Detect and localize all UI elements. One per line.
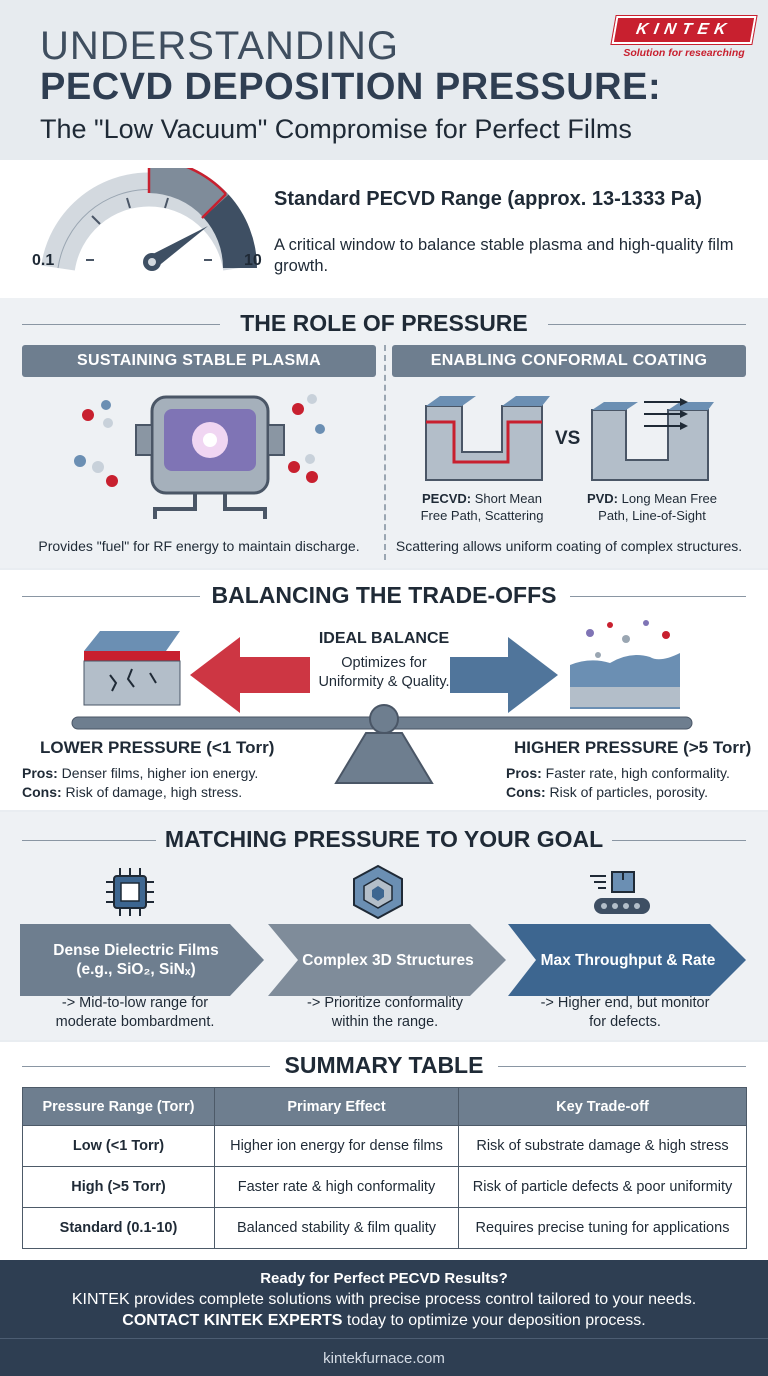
table-cell: Risk of particle defects & poor uniformi… (458, 1166, 747, 1208)
range-title: Standard PECVD Range (approx. 13-1333 Pa… (274, 188, 702, 210)
table-cell: Requires precise tuning for applications (458, 1207, 747, 1249)
table-cell: Faster rate & high conformality (214, 1166, 459, 1208)
balance-scale-icon (71, 620, 693, 784)
summary-table: Pressure Range (Torr) Primary Effect Key… (22, 1087, 747, 1249)
logo-brand: KINTEK (610, 15, 758, 45)
pecvd-trench-icon (425, 396, 550, 481)
plasma-chamber-icon (74, 394, 325, 519)
table-cell: High (>5 Torr) (22, 1166, 215, 1208)
range-description: A critical window to balance stable plas… (274, 236, 734, 275)
vs-label: VS (555, 428, 581, 449)
chip-icon (106, 868, 154, 916)
goals-heading: MATCHING PRESSURE TO YOUR GOAL (0, 826, 768, 853)
gauge-max-label: 10 (244, 252, 262, 269)
table-cell: Standard (0.1-10) (22, 1207, 215, 1249)
lower-pressure-pros: Pros: Denser films, higher ion energy. (22, 765, 259, 781)
goal-max-throughput[interactable]: Max Throughput & Rate (540, 951, 716, 969)
table-header-row: Pressure Range (Torr) Primary Effect Key… (22, 1087, 747, 1126)
goal-dense-dielectric[interactable]: Dense Dielectric Films(e.g., SiO₂, SiNₓ) (53, 942, 219, 978)
role-divider (384, 345, 386, 560)
table-header: Key Trade-off (458, 1087, 747, 1126)
footer: Ready for Perfect PECVD Results? KINTEK … (0, 1260, 768, 1376)
ideal-balance-title: IDEAL BALANCE (318, 630, 450, 647)
table-cell: Balanced stability & film quality (214, 1207, 459, 1249)
footer-divider (0, 1338, 768, 1339)
pressure-gauge-icon (41, 168, 257, 271)
plasma-title: SUSTAINING STABLE PLASMA (22, 345, 376, 377)
title-line-2: PECVD DEPOSITION PRESSURE: (40, 66, 662, 108)
kintek-logo[interactable]: KINTEK Solution for researching (610, 15, 758, 59)
summary-heading: SUMMARY TABLE (0, 1052, 768, 1079)
title-line-1: UNDERSTANDING (40, 24, 399, 68)
logo-tagline: Solution for researching (623, 47, 745, 59)
table-cell: Risk of substrate damage & high stress (458, 1125, 747, 1167)
goal-3d-structures[interactable]: Complex 3D Structures (302, 951, 474, 969)
conformal-caption: Scattering allows uniform coating of com… (395, 538, 743, 554)
higher-pressure-pros: Pros: Faster rate, high conformality. (506, 765, 730, 781)
lower-pressure-cons: Cons: Risk of damage, high stress. (22, 784, 243, 800)
3d-structure-icon (353, 864, 403, 920)
goal-arrows (20, 924, 746, 996)
lower-pressure-title: LOWER PRESSURE (<1 Torr) (40, 738, 275, 757)
role-heading: THE ROLE OF PRESSURE (0, 310, 768, 337)
plasma-caption: Provides "fuel" for RF energy to maintai… (38, 538, 360, 554)
header: UNDERSTANDING PECVD DEPOSITION PRESSURE:… (0, 0, 768, 160)
table-row: Standard (0.1-10) Balanced stability & f… (22, 1207, 747, 1249)
table-row: Low (<1 Torr) Higher ion energy for dens… (22, 1125, 747, 1167)
conveyor-box-icon (590, 871, 650, 914)
table-cell: Low (<1 Torr) (22, 1125, 215, 1167)
table-header: Pressure Range (Torr) (22, 1087, 215, 1126)
cta-title: Ready for Perfect PECVD Results? (260, 1270, 508, 1287)
tradeoffs-heading: BALANCING THE TRADE-OFFS (0, 582, 768, 609)
cta-contact[interactable]: CONTACT KINTEK EXPERTS today to optimize… (122, 1312, 646, 1329)
higher-pressure-title: HIGHER PRESSURE (>5 Torr) (514, 738, 752, 757)
subtitle: The "Low Vacuum" Compromise for Perfect … (40, 114, 632, 144)
website-link[interactable]: kintekfurnace.com (323, 1350, 445, 1367)
gauge-min-label: 0.1 (32, 252, 55, 269)
cta-line: KINTEK provides complete solutions with … (71, 1291, 697, 1308)
pvd-trench-icon (591, 398, 714, 481)
table-row: High (>5 Torr) Faster rate & high confor… (22, 1166, 747, 1208)
conformal-title: ENABLING CONFORMAL COATING (392, 345, 746, 377)
table-cell: Higher ion energy for dense films (214, 1125, 459, 1167)
higher-pressure-cons: Cons: Risk of particles, porosity. (506, 784, 709, 800)
table-header: Primary Effect (214, 1087, 459, 1126)
